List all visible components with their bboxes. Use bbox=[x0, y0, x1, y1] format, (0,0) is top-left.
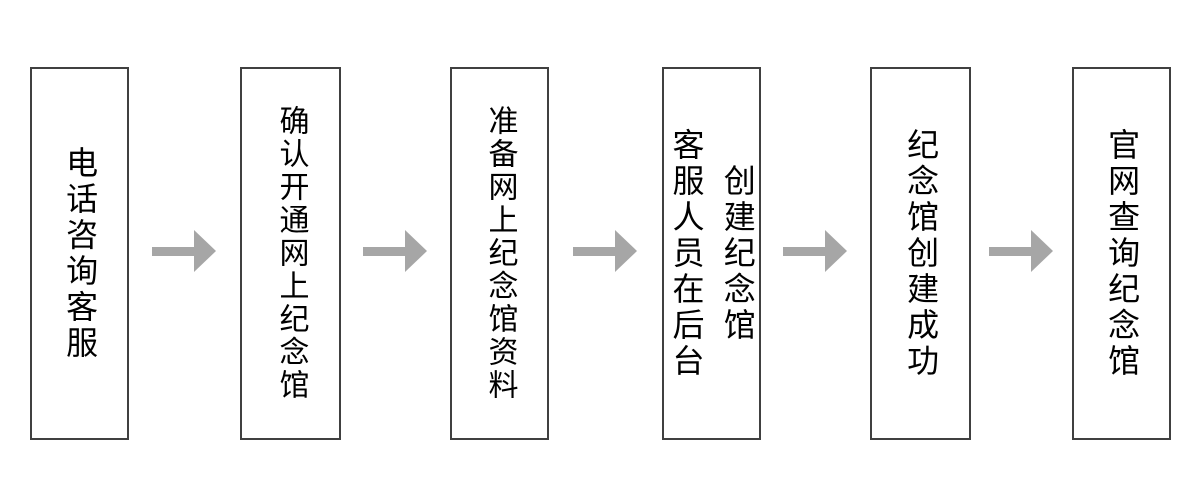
right-arrow-icon bbox=[783, 230, 847, 272]
right-arrow-icon bbox=[573, 230, 637, 272]
flow-step-6: 官网查询纪念馆 bbox=[1072, 67, 1171, 440]
flow-step-3: 准备网上纪念馆资料 bbox=[450, 67, 549, 440]
flow-step-1-label: 电话咨询客服 bbox=[62, 145, 99, 362]
flow-step-4-label: 客服人员在后台 创建纪念馆 bbox=[668, 127, 756, 380]
flow-step-4: 客服人员在后台 创建纪念馆 bbox=[662, 67, 761, 440]
flow-step-5: 纪念馆创建成功 bbox=[870, 67, 971, 440]
flow-step-2: 确认开通网上纪念馆 bbox=[240, 67, 341, 440]
right-arrow-icon bbox=[989, 230, 1053, 272]
flow-step-5-label: 纪念馆创建成功 bbox=[903, 127, 940, 380]
flow-step-3-label: 准备网上纪念馆资料 bbox=[483, 105, 517, 402]
flow-step-2-label: 确认开通网上纪念馆 bbox=[274, 105, 308, 402]
flow-step-1: 电话咨询客服 bbox=[30, 67, 129, 440]
right-arrow-icon bbox=[363, 230, 427, 272]
flow-step-6-label: 官网查询纪念馆 bbox=[1104, 127, 1141, 380]
right-arrow-icon bbox=[152, 230, 216, 272]
